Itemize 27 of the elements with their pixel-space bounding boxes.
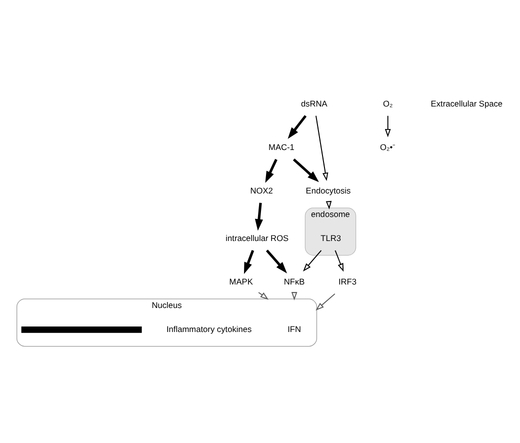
arrow [287, 114, 306, 138]
node-text: MAC-1 [268, 141, 294, 152]
label: Extracellular Space [430, 98, 502, 108]
arrow [302, 249, 322, 271]
arrow [315, 114, 328, 181]
arrow [264, 158, 277, 182]
node-text: O₂ [382, 98, 392, 108]
node-text: Inflammatory cytokines [166, 323, 252, 334]
node-bar [20, 326, 142, 332]
arrow [265, 249, 287, 273]
node-text: IFN [287, 323, 301, 334]
arrow [292, 158, 318, 182]
node-text: Endocytosis [305, 184, 350, 195]
node-text: O₂•⁻ [380, 141, 396, 152]
node-text: NFκB [283, 276, 304, 286]
arrow [334, 249, 344, 272]
node-text: intracellular ROS [225, 232, 288, 242]
arrow [384, 114, 390, 137]
arrow [315, 292, 335, 310]
node-text: dsRNA [300, 98, 327, 108]
node-text: IRF3 [338, 276, 356, 286]
arrow [258, 292, 268, 300]
node-text: MAPK [228, 276, 252, 286]
node-text: TLR3 [320, 232, 341, 242]
arrow [243, 249, 254, 274]
node-text: NOX2 [250, 184, 272, 195]
arrow [254, 202, 262, 230]
